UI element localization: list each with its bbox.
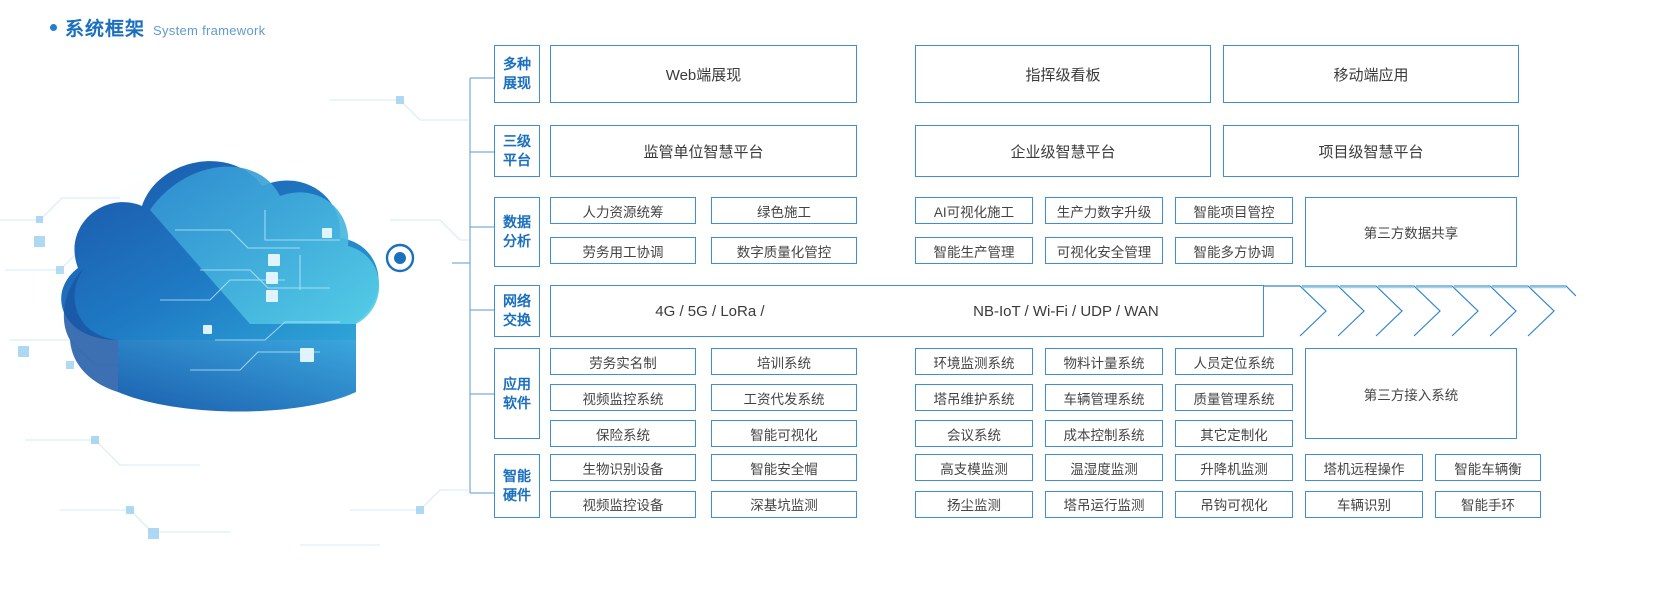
stage-label-data-analysis: 数据 分析 xyxy=(494,197,540,267)
cell-tower-crane-remote-operation[interactable]: 塔机远程操作 xyxy=(1305,454,1423,481)
cell-smart-project-control[interactable]: 智能项目管控 xyxy=(1175,197,1293,224)
cell-temperature-humidity-monitoring[interactable]: 温湿度监测 xyxy=(1045,454,1163,481)
cell-smart-production-management[interactable]: 智能生产管理 xyxy=(915,237,1033,264)
cell-project-platform[interactable]: 项目级智慧平台 xyxy=(1223,125,1519,177)
cell-visual-safety-management[interactable]: 可视化安全管理 xyxy=(1045,237,1163,264)
page-title-cn: 系统框架 xyxy=(65,19,146,40)
cloud-illustration xyxy=(0,96,470,546)
cell-ai-visual-construction[interactable]: AI可视化施工 xyxy=(915,197,1033,224)
cell-dust-monitoring[interactable]: 扬尘监测 xyxy=(915,490,1033,518)
network-protocols-group-1: 4G / 5G / LoRa / xyxy=(655,302,765,320)
network-protocols-group-2: NB-IoT / Wi-Fi / UDP / WAN xyxy=(973,302,1159,320)
cell-video-surveillance-device[interactable]: 视频监控设备 xyxy=(550,490,696,518)
stage-label-line1: 应用 xyxy=(503,375,531,392)
cell-vehicle-recognition[interactable]: 车辆识别 xyxy=(1305,490,1423,518)
group-hardware-right: 高支模监测 温湿度监测 升降机监测 塔机远程操作 智能车辆衡 扬尘监测 塔吊运行… xyxy=(915,454,1541,518)
stage-label-line1: 网络 xyxy=(503,293,531,309)
row-data-analysis: 数据 分析 人力资源统筹 绿色施工 劳务用工协调 数字质量化管控 AI可视化施工… xyxy=(494,197,1517,267)
cell-tower-crane-operation-monitoring[interactable]: 塔吊运行监测 xyxy=(1045,490,1163,518)
stage-label-line2: 分析 xyxy=(503,233,531,249)
cell-deep-foundation-pit-monitoring[interactable]: 深基坑监测 xyxy=(711,490,857,518)
cell-training-system[interactable]: 培训系统 xyxy=(711,348,857,375)
cell-biometric-device[interactable]: 生物识别设备 xyxy=(550,454,696,481)
cell-green-construction[interactable]: 绿色施工 xyxy=(711,197,857,224)
stage-label-line1: 数据 xyxy=(503,214,531,230)
cell-third-party-access-system[interactable]: 第三方接入系统 xyxy=(1305,348,1517,439)
page-title-en: System framework xyxy=(153,23,266,38)
cell-command-dashboard[interactable]: 指挥级看板 xyxy=(915,45,1211,103)
cell-payroll-system[interactable]: 工资代发系统 xyxy=(711,384,857,411)
cell-third-party-data-sharing[interactable]: 第三方数据共享 xyxy=(1305,197,1517,267)
cell-vehicle-management-system[interactable]: 车辆管理系统 xyxy=(1045,384,1163,411)
cell-hook-visualization[interactable]: 吊钩可视化 xyxy=(1175,490,1293,518)
stage-label-platform: 三级 平台 xyxy=(494,125,540,177)
cell-smart-helmet[interactable]: 智能安全帽 xyxy=(711,454,857,481)
cell-meeting-system[interactable]: 会议系统 xyxy=(915,420,1033,447)
connector-tree xyxy=(452,77,496,494)
cell-smart-truck-scale[interactable]: 智能车辆衡 xyxy=(1435,454,1541,481)
bullet-dot-icon xyxy=(50,24,57,31)
stage-label-line2: 软件 xyxy=(503,394,531,411)
cell-material-metering-system[interactable]: 物料计量系统 xyxy=(1045,348,1163,375)
stage-label-application: 应用 软件 xyxy=(494,348,540,439)
cell-video-surveillance-system[interactable]: 视频监控系统 xyxy=(550,384,696,411)
network-protocol-bar[interactable]: 4G / 5G / LoRa / NB-IoT / Wi-Fi / UDP / … xyxy=(550,285,1264,337)
cell-insurance-system[interactable]: 保险系统 xyxy=(550,420,696,447)
cell-labor-coordination[interactable]: 劳务用工协调 xyxy=(550,237,696,264)
cell-quality-management-system[interactable]: 质量管理系统 xyxy=(1175,384,1293,411)
stage-label-line1: 智能 xyxy=(503,468,531,484)
row-presentation: 多种 展现 Web端展现 指挥级看板 移动端应用 xyxy=(494,45,1519,103)
group-hardware-left: 生物识别设备 智能安全帽 视频监控设备 深基坑监测 xyxy=(550,454,857,518)
stage-label-line2: 交换 xyxy=(503,312,531,328)
row-application-software: 应用 软件 劳务实名制 培训系统 视频监控系统 工资代发系统 保险系统 智能可视… xyxy=(494,348,1517,447)
cell-labor-real-name[interactable]: 劳务实名制 xyxy=(550,348,696,375)
cell-regulatory-platform[interactable]: 监管单位智慧平台 xyxy=(550,125,857,177)
flow-arrows xyxy=(1264,285,1577,337)
cell-smart-wristband[interactable]: 智能手环 xyxy=(1435,490,1541,518)
cell-smart-visualization[interactable]: 智能可视化 xyxy=(711,420,857,447)
cell-productivity-digital-upgrade[interactable]: 生产力数字升级 xyxy=(1045,197,1163,224)
stage-label-presentation: 多种 展现 xyxy=(494,45,540,103)
stage-label-hardware: 智能 硬件 xyxy=(494,454,540,518)
cell-hoist-monitoring[interactable]: 升降机监测 xyxy=(1175,454,1293,481)
cell-high-formwork-monitoring[interactable]: 高支模监测 xyxy=(915,454,1033,481)
stage-label-line2: 平台 xyxy=(503,152,531,168)
cell-hr-coordination[interactable]: 人力资源统筹 xyxy=(550,197,696,224)
row-platform: 三级 平台 监管单位智慧平台 企业级智慧平台 项目级智慧平台 xyxy=(494,125,1519,177)
row-smart-hardware: 智能 硬件 生物识别设备 智能安全帽 视频监控设备 深基坑监测 高支模监测 温湿… xyxy=(494,454,1541,518)
cell-smart-multiparty-coordination[interactable]: 智能多方协调 xyxy=(1175,237,1293,264)
group-application-left: 劳务实名制 培训系统 视频监控系统 工资代发系统 保险系统 智能可视化 xyxy=(550,348,857,447)
stage-label-line2: 硬件 xyxy=(503,487,531,503)
cell-digital-quality-control[interactable]: 数字质量化管控 xyxy=(711,237,857,264)
cell-personnel-positioning-system[interactable]: 人员定位系统 xyxy=(1175,348,1293,375)
row-network-exchange: 网络 交换 4G / 5G / LoRa / NB-IoT / Wi-Fi / … xyxy=(494,285,1577,337)
stage-label-line2: 展现 xyxy=(503,75,531,91)
group-data-analysis-left: 人力资源统筹 绿色施工 劳务用工协调 数字质量化管控 xyxy=(550,197,857,267)
group-application-right: 环境监测系统 物料计量系统 人员定位系统 塔吊维护系统 车辆管理系统 质量管理系… xyxy=(915,348,1293,447)
group-data-analysis-right: AI可视化施工 生产力数字升级 智能项目管控 智能生产管理 可视化安全管理 智能… xyxy=(915,197,1293,267)
stage-label-network: 网络 交换 xyxy=(494,285,540,337)
stage-label-line1: 多种 xyxy=(503,56,531,72)
cell-other-customization[interactable]: 其它定制化 xyxy=(1175,420,1293,447)
cell-web-presentation[interactable]: Web端展现 xyxy=(550,45,857,103)
cell-tower-crane-maintenance-system[interactable]: 塔吊维护系统 xyxy=(915,384,1033,411)
cell-cost-control-system[interactable]: 成本控制系统 xyxy=(1045,420,1163,447)
page-title: 系统框架 System framework xyxy=(50,14,265,41)
stage-label-line1: 三级 xyxy=(503,133,531,149)
cell-mobile-app[interactable]: 移动端应用 xyxy=(1223,45,1519,103)
cell-environment-monitoring-system[interactable]: 环境监测系统 xyxy=(915,348,1033,375)
cell-enterprise-platform[interactable]: 企业级智慧平台 xyxy=(915,125,1211,177)
